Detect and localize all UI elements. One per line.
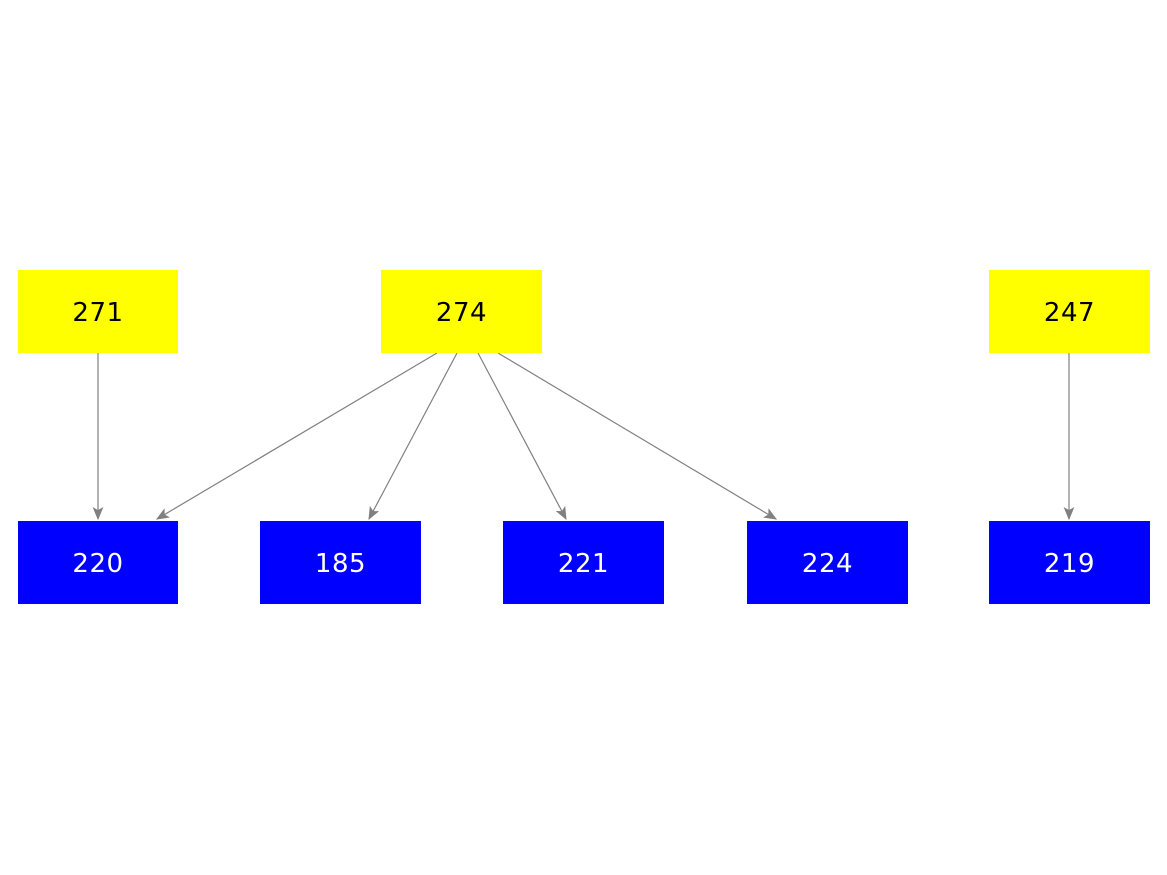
edge-274-to-185 (368, 352, 458, 521)
edge-274-to-224 (497, 352, 778, 520)
edges-group (92, 352, 1075, 521)
node-label: 224 (801, 548, 854, 579)
node-label: 185 (314, 548, 367, 579)
node-224[interactable]: 224 (747, 521, 908, 604)
node-219[interactable]: 219 (989, 521, 1150, 604)
node-label: 274 (435, 297, 488, 328)
node-220[interactable]: 220 (18, 521, 178, 604)
node-221[interactable]: 221 (503, 521, 664, 604)
node-label: 221 (557, 548, 610, 579)
node-label: 219 (1043, 548, 1096, 579)
node-label: 271 (72, 297, 124, 328)
node-label: 220 (72, 548, 124, 579)
node-185[interactable]: 185 (260, 521, 421, 604)
node-274[interactable]: 274 (381, 270, 542, 353)
edge-274-to-220 (155, 352, 438, 520)
edge-274-to-221 (477, 352, 567, 521)
node-247[interactable]: 247 (989, 270, 1150, 353)
node-271[interactable]: 271 (18, 270, 178, 353)
node-label: 247 (1043, 297, 1096, 328)
